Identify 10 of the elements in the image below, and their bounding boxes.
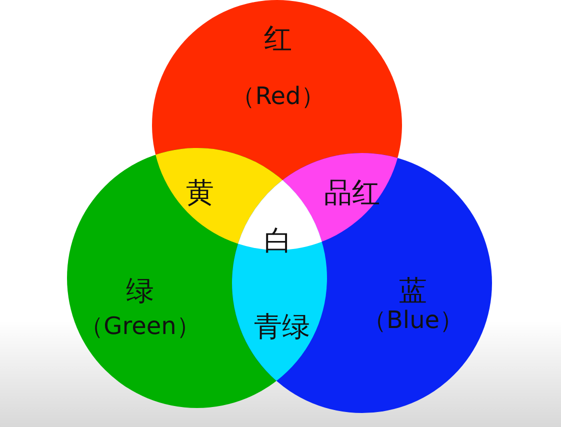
region-label: 蓝 — [399, 274, 427, 307]
region-sublabel: （Blue） — [362, 306, 464, 334]
region-label: 红 — [264, 22, 292, 55]
region-label: 品红 — [324, 176, 380, 209]
region-label: 青绿 — [254, 310, 310, 343]
region-sublabel: （Red） — [231, 82, 325, 110]
region-label: 黄 — [186, 176, 214, 209]
region-label: 绿 — [126, 274, 154, 307]
region-sublabel: （Green） — [80, 312, 200, 340]
region-label: 白 — [264, 224, 292, 257]
